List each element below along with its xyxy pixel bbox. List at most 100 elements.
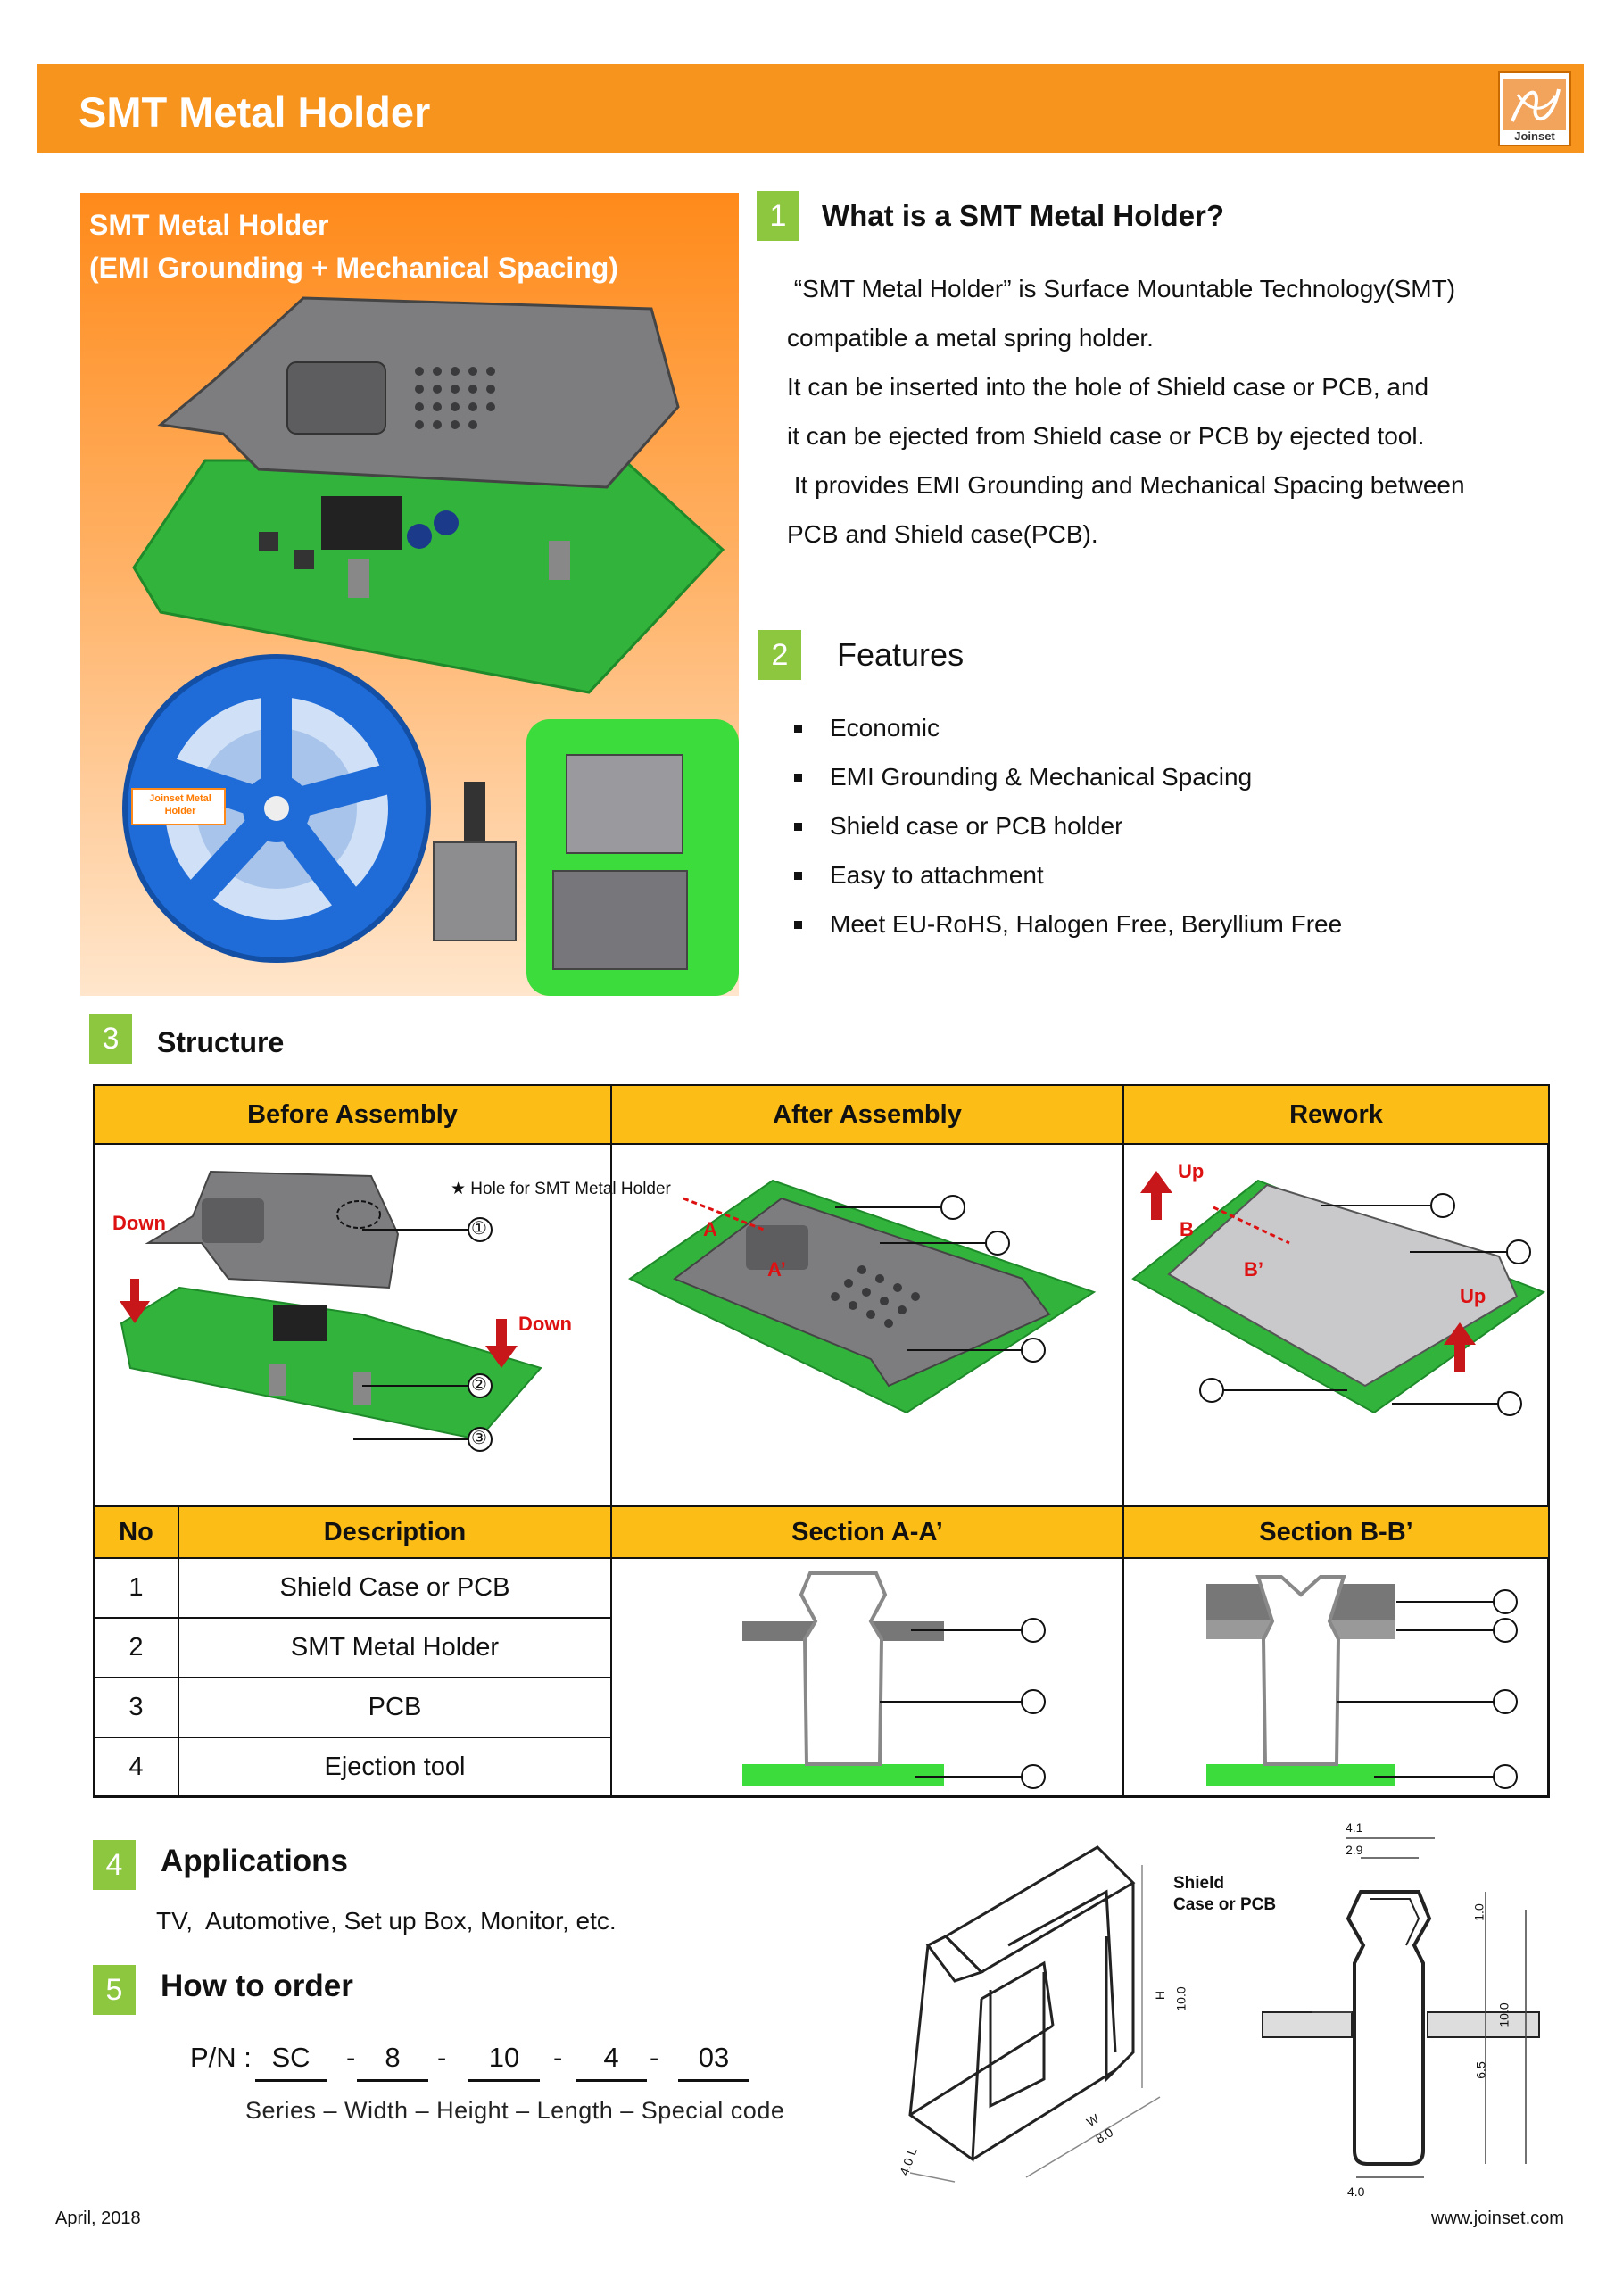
table-row-no: 2 bbox=[94, 1618, 178, 1678]
section4-number: 4 bbox=[93, 1840, 136, 1890]
table-header-section-b: Section B-B’ bbox=[1123, 1506, 1549, 1558]
section5-title: How to order bbox=[161, 1969, 353, 2003]
table-row-no: 1 bbox=[94, 1558, 178, 1618]
marker-3: ③ bbox=[471, 1429, 487, 1448]
pn-height: 10 bbox=[488, 2042, 520, 2073]
pn-length: 4 bbox=[603, 2042, 619, 2073]
section1-title: What is a SMT Metal Holder? bbox=[822, 199, 1225, 232]
features-list: Economic EMI Grounding & Mechanical Spac… bbox=[791, 703, 1342, 949]
pn-special: 03 bbox=[698, 2042, 730, 2073]
dim-h-value: 10.0 bbox=[1173, 1986, 1188, 2011]
after-assembly-drawing bbox=[628, 1179, 1097, 1414]
dim-r2: 10.0 bbox=[1496, 2002, 1511, 2027]
table-header-no: No bbox=[94, 1506, 178, 1558]
section1-line: it can be ejected from Shield case or PC… bbox=[787, 422, 1425, 450]
pn-underline bbox=[357, 2079, 428, 2082]
section5-number: 5 bbox=[93, 1965, 136, 2015]
dim-h-label: H bbox=[1153, 1990, 1168, 2001]
pn-width: 8 bbox=[385, 2042, 401, 2073]
section-b-drawing bbox=[1206, 1575, 1518, 1789]
section3-number: 3 bbox=[89, 1014, 132, 1064]
section1-body: “SMT Metal Holder” is Surface Mountable … bbox=[787, 264, 1465, 559]
before-assembly-cell bbox=[94, 1144, 611, 1506]
chip bbox=[321, 496, 402, 550]
logo-mark-icon bbox=[1503, 79, 1566, 130]
hero-illustration bbox=[122, 296, 739, 996]
pn-legend: Series – Width – Height – Length – Speci… bbox=[245, 2097, 785, 2124]
holder-part bbox=[348, 559, 369, 598]
section4-title: Applications bbox=[161, 1844, 349, 1878]
table-row-no: 4 bbox=[94, 1737, 178, 1797]
hero-subtitle: (EMI Grounding + Mechanical Spacing) bbox=[89, 252, 618, 284]
dim-top2: 2.9 bbox=[1346, 1843, 1363, 1857]
table-row-desc: Ejection tool bbox=[178, 1737, 611, 1797]
table-row-desc: SMT Metal Holder bbox=[178, 1618, 611, 1678]
section-a-drawing bbox=[742, 1571, 1046, 1789]
up-label: Up bbox=[1460, 1285, 1486, 1307]
dim-top1: 4.1 bbox=[1346, 1820, 1363, 1835]
joinset-logo: Joinset bbox=[1498, 71, 1571, 146]
marker-2: ② bbox=[471, 1375, 487, 1395]
applications-text: TV, Automotive, Set up Box, Monitor, etc… bbox=[156, 1907, 617, 1935]
section-b-prime-label: B’ bbox=[1244, 1258, 1263, 1281]
reel-label: Joinset Metal Holder bbox=[149, 793, 211, 816]
logo-text: Joinset bbox=[1514, 129, 1555, 143]
section-a-cell bbox=[611, 1558, 1123, 1797]
page-title: SMT Metal Holder bbox=[79, 88, 431, 136]
ejection-tool bbox=[1167, 1183, 1519, 1388]
down-arrow-icon bbox=[120, 1279, 150, 1323]
feature-item: EMI Grounding & Mechanical Spacing bbox=[791, 752, 1342, 801]
feature-item: Economic bbox=[791, 703, 1342, 752]
col-header-before: Before Assembly bbox=[94, 1085, 611, 1144]
technical-drawing bbox=[908, 1837, 1540, 2183]
pn-dash: - bbox=[553, 2042, 563, 2073]
section-b-cell bbox=[1123, 1558, 1549, 1797]
pn-underline bbox=[255, 2079, 327, 2082]
pn-dash: - bbox=[650, 2042, 659, 2073]
section2-title: Features bbox=[837, 636, 965, 673]
shield-label-1: Shield bbox=[1173, 1874, 1225, 1893]
feature-item: Easy to attachment bbox=[791, 850, 1342, 899]
section-a-prime-label: A’ bbox=[767, 1258, 786, 1281]
footer-date: April, 2018 bbox=[55, 2209, 141, 2228]
table-row-no: 3 bbox=[94, 1678, 178, 1737]
section2-number: 2 bbox=[758, 630, 801, 680]
feature-item: Meet EU-RoHS, Halogen Free, Beryllium Fr… bbox=[791, 899, 1342, 949]
hero-image-panel: SMT Metal Holder (EMI Grounding + Mechan… bbox=[80, 193, 739, 996]
table-header-description: Description bbox=[178, 1506, 611, 1558]
section-b-label: B bbox=[1180, 1218, 1194, 1240]
after-assembly-cell bbox=[611, 1144, 1123, 1506]
down-arrow-icon bbox=[485, 1319, 518, 1368]
dim-bottom: 4.0 bbox=[1347, 2184, 1365, 2199]
before-assembly-drawing bbox=[120, 1170, 542, 1452]
marker-1: ① bbox=[471, 1219, 487, 1239]
pn-underline bbox=[576, 2079, 647, 2082]
page-header: SMT Metal Holder Joinset bbox=[37, 64, 1584, 153]
col-header-rework: Rework bbox=[1123, 1085, 1549, 1144]
down-label: Down bbox=[112, 1212, 166, 1234]
rework-cell bbox=[1123, 1144, 1549, 1506]
pn-underline bbox=[678, 2079, 749, 2082]
up-label: Up bbox=[1178, 1160, 1205, 1182]
section-a-label: A bbox=[703, 1218, 717, 1240]
pn-dash: - bbox=[346, 2042, 356, 2073]
pn-label: P/N : bbox=[190, 2042, 252, 2073]
section1-line: compatible a metal spring holder. bbox=[787, 324, 1154, 352]
dim-r3: 6.5 bbox=[1473, 2061, 1488, 2079]
pn-underline bbox=[468, 2079, 540, 2082]
hero-title: SMT Metal Holder bbox=[89, 209, 329, 241]
rework-drawing bbox=[1131, 1171, 1546, 1416]
footer-url[interactable]: www.joinset.com bbox=[1431, 2209, 1564, 2228]
table-row-desc: Shield Case or PCB bbox=[178, 1558, 611, 1618]
table-row-desc: PCB bbox=[178, 1678, 611, 1737]
section1-line: It can be inserted into the hole of Shie… bbox=[787, 373, 1429, 401]
feature-item: Shield case or PCB holder bbox=[791, 801, 1342, 850]
pn-series: SC bbox=[271, 2042, 311, 2073]
section1-line: “SMT Metal Holder” is Surface Mountable … bbox=[787, 275, 1456, 303]
section1-line: It provides EMI Grounding and Mechanical… bbox=[787, 471, 1465, 499]
section1-line: PCB and Shield case(PCB). bbox=[787, 520, 1098, 548]
table-header-section-a: Section A-A’ bbox=[611, 1506, 1123, 1558]
dim-r1: 1.0 bbox=[1471, 1903, 1486, 1921]
holder-closeup bbox=[433, 841, 517, 941]
up-arrow-icon bbox=[1444, 1322, 1476, 1372]
